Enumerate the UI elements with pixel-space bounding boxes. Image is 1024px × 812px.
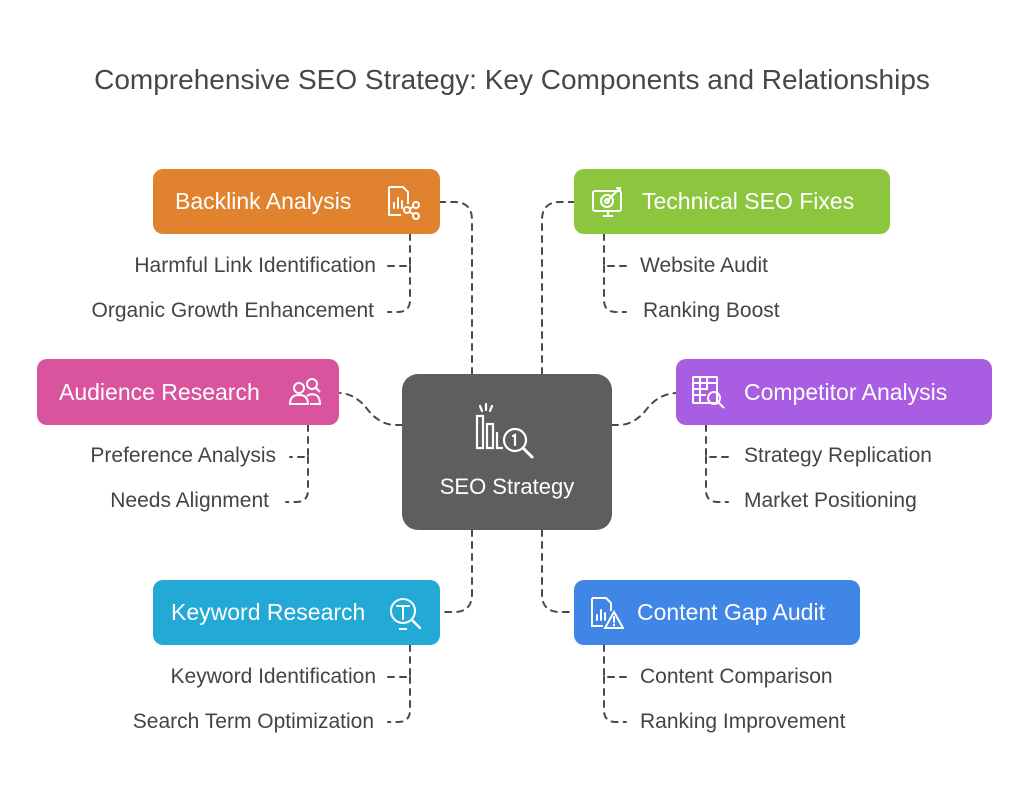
central-node-label: SEO Strategy bbox=[439, 474, 575, 499]
node-competitor-analysis: Competitor Analysis bbox=[676, 359, 992, 425]
node-backlink-analysis: Backlink Analysis bbox=[153, 169, 440, 234]
connector-audience bbox=[339, 392, 403, 426]
bar-chart-magnifier-icon bbox=[475, 402, 534, 459]
node-label: Competitor Analysis bbox=[744, 378, 948, 405]
backlink-sub-2: Organic Growth Enhancement bbox=[91, 299, 374, 322]
competitor-sub-1: Strategy Replication bbox=[744, 444, 932, 467]
node-content-gap-audit: Content Gap Audit bbox=[574, 580, 860, 645]
node-label: Audience Research bbox=[59, 378, 260, 405]
text-search-icon bbox=[390, 597, 422, 630]
connector-backlink bbox=[439, 201, 473, 375]
connector-competitor bbox=[611, 392, 677, 426]
node-audience-research: Audience Research bbox=[37, 359, 339, 425]
table-magnifier-icon bbox=[692, 376, 725, 409]
people-search-icon bbox=[288, 378, 322, 405]
node-label: Content Gap Audit bbox=[637, 599, 825, 625]
connector-technical bbox=[541, 201, 575, 375]
node-technical-seo-fixes: Technical SEO Fixes bbox=[574, 169, 890, 234]
node-label: Backlink Analysis bbox=[175, 188, 352, 214]
technical-sub-1: Website Audit bbox=[640, 254, 769, 277]
connector-keyword bbox=[439, 529, 473, 613]
keyword-sub-2: Search Term Optimization bbox=[132, 710, 374, 733]
contentgap-sub-2: Ranking Improvement bbox=[640, 710, 846, 733]
node-keyword-research: Keyword Research bbox=[153, 580, 440, 645]
node-label: Technical SEO Fixes bbox=[642, 188, 855, 214]
document-share-icon bbox=[388, 185, 420, 220]
contentgap-sub-1: Content Comparison bbox=[640, 665, 833, 688]
technical-sub-2: Ranking Boost bbox=[643, 299, 780, 322]
node-label: Keyword Research bbox=[171, 599, 366, 625]
audience-sub-2: Needs Alignment bbox=[110, 489, 269, 512]
audience-sub-1: Preference Analysis bbox=[90, 444, 276, 467]
diagram-title: Comprehensive SEO Strategy: Key Componen… bbox=[94, 64, 930, 95]
keyword-sub-1: Keyword Identification bbox=[170, 665, 376, 688]
competitor-sub-2: Market Positioning bbox=[744, 489, 917, 512]
central-node-seo-strategy: SEO Strategy bbox=[402, 374, 612, 530]
backlink-sub-1: Harmful Link Identification bbox=[134, 254, 376, 277]
monitor-target-icon bbox=[592, 186, 622, 217]
connector-contentgap bbox=[541, 529, 575, 613]
document-warning-icon bbox=[591, 596, 624, 629]
